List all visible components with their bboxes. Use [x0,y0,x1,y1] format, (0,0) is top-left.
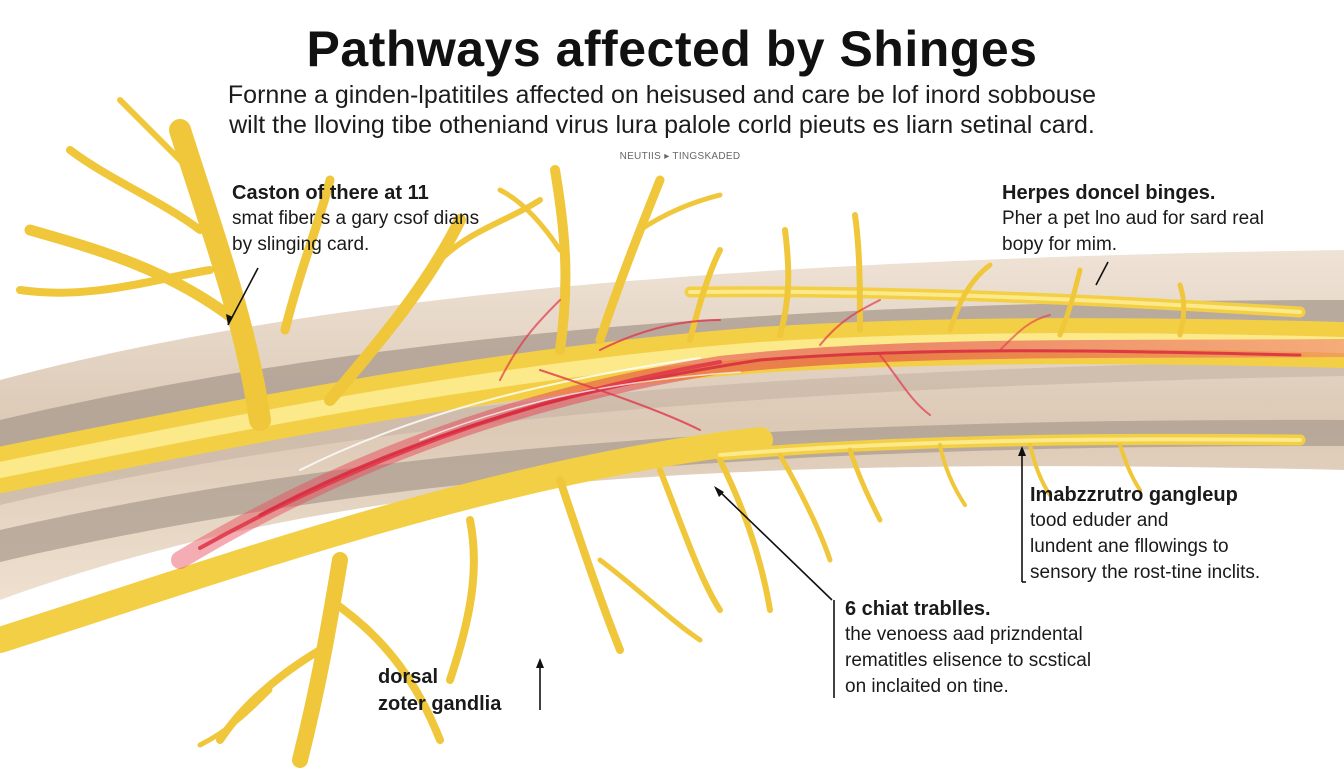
subtitle-line-2: wilt the lloving tibe otheniand virus lu… [229,111,1095,139]
leader-line-2 [1095,261,1109,286]
callout-label-4: 6 chiat trablles. the venoess aad priznd… [845,596,1091,700]
callout-heading: 6 chiat trablles. [845,598,991,620]
leader-line-1 [227,267,259,326]
callout-line: on inclaited on tine. [845,676,1009,697]
subtitle-line-1: Fornne a ginden-lpatitiles affected on h… [227,81,1097,109]
callout-line: zoter gandlia [378,693,502,715]
leader-lines [226,261,1109,710]
callout-line: the venoess aad prizndental [845,624,1083,645]
callout-line: Pher a pet lno aud for sard real [1002,208,1264,229]
callout-label-5: dorsal zoter gandlia [378,664,501,718]
callout-line: lundent ane fllowings to [1030,536,1229,557]
inflamed-region [171,299,1344,569]
page-subtitle: Fornne a ginden-lpatitiles affected on h… [150,80,1174,140]
page-title: Pathways affected by Shinges [306,21,1038,77]
callout-heading: Caston of there at 11 [232,182,429,204]
callout-line: tood eduder and [1030,510,1169,531]
leader-line-4 [715,487,833,601]
callout-line: smat fiber s a gary csof dians [232,208,480,229]
callout-label-2: Herpes doncel binges. Pher a pet lno aud… [1002,180,1264,258]
callout-label-1: Caston of there at 11 smat fiber s a gar… [232,180,479,258]
callout-label-3: Imabzzrutro gangleup tood eduder and lun… [1030,482,1260,586]
callout-line: by slinging card. [232,234,370,255]
nerve-branches [16,97,1187,768]
callout-line: rematitles elisence to scstical [845,650,1092,671]
callout-heading: Imabzzrutro gangleup [1030,484,1238,506]
center-tag: NEUTIIS ▸ TINGSKADED [619,151,741,162]
callout-line: sensory the rost-tine inclits. [1030,562,1261,583]
callout-heading: Herpes doncel binges. [1002,182,1216,204]
callout-line: dorsal [378,666,439,688]
callout-line: bopy for mim. [1002,234,1118,255]
